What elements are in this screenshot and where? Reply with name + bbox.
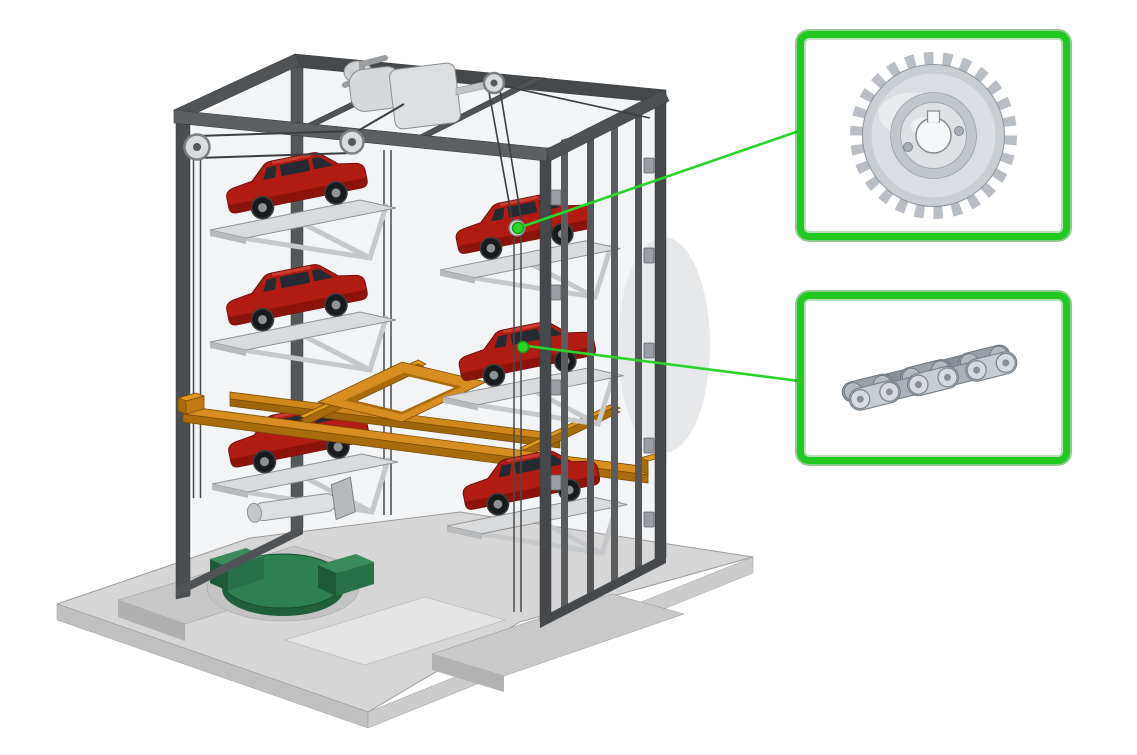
anchor-dot-sprocket — [511, 221, 525, 235]
callout-sprocket — [797, 31, 1070, 240]
sprocket-image — [850, 52, 1017, 219]
middle-lift-chains — [513, 237, 522, 612]
roller-chain-image — [841, 344, 1018, 411]
anchor-dot-chain — [516, 340, 530, 354]
base-platform — [56, 511, 754, 729]
callout-chain — [797, 292, 1070, 464]
bottom-roller — [246, 476, 356, 523]
leader-line-chain — [526, 344, 800, 383]
driveway — [284, 596, 506, 666]
leader-line-sprocket — [523, 129, 800, 228]
callout-leaders — [511, 129, 800, 383]
pulleys-and-belts — [183, 71, 651, 237]
left-lift-chains — [192, 158, 202, 498]
guide-clips — [550, 157, 655, 528]
turntable — [206, 548, 374, 622]
right-truss — [539, 91, 667, 628]
